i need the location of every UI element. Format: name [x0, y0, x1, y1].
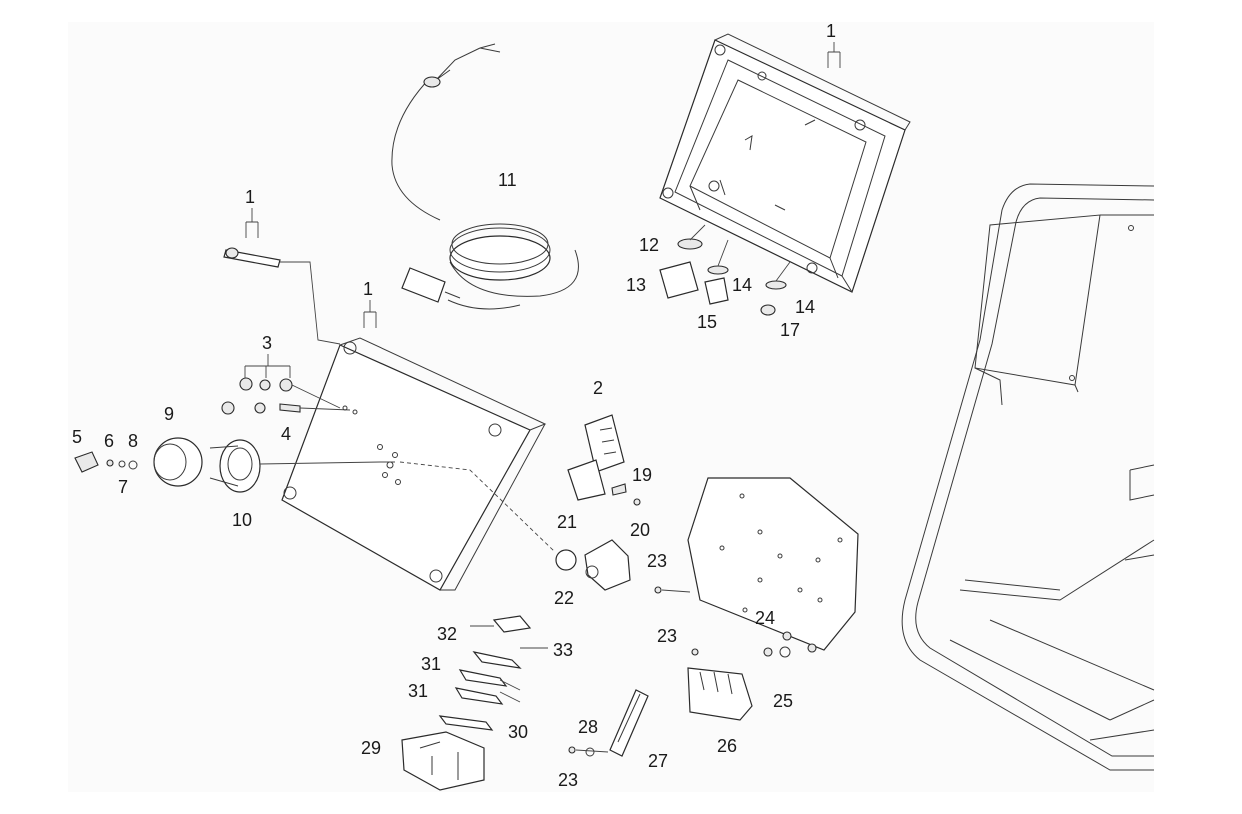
callout-23-c: 23	[558, 770, 578, 790]
enclosure-top	[659, 33, 911, 293]
callout-11: 11	[498, 170, 517, 190]
callout-24: 24	[755, 608, 775, 628]
frame	[901, 183, 1155, 771]
callout-7: 7	[118, 477, 128, 497]
callout-12: 12	[639, 235, 659, 255]
callout-25: 25	[773, 691, 793, 711]
callout-2: 2	[593, 378, 603, 398]
bracket-assembly	[555, 414, 641, 591]
callout-33: 33	[553, 640, 573, 660]
callout-29: 29	[361, 738, 381, 758]
callout-13: 13	[626, 275, 646, 295]
callout-28: 28	[578, 717, 598, 737]
callout-1-main: 1	[363, 279, 373, 299]
din-rail	[568, 689, 649, 757]
callout-31-a: 31	[421, 654, 441, 674]
callout-6: 6	[104, 431, 114, 451]
callout-17: 17	[780, 320, 800, 340]
callout-5: 5	[72, 427, 82, 447]
callout-9: 9	[164, 404, 174, 424]
drawing-area	[68, 22, 1154, 792]
callout-26: 26	[717, 736, 737, 756]
knob-assembly	[74, 437, 556, 553]
terminal-block	[654, 586, 791, 721]
enclosure-main	[281, 337, 547, 591]
terminals	[401, 615, 532, 791]
glands	[659, 224, 791, 316]
callout-14-a: 14	[732, 275, 752, 295]
callout-14-b: 14	[795, 297, 815, 317]
callout-8: 8	[128, 431, 138, 451]
callout-labels: 1 1 1 2 3 4 5 6 7 8 9 10 11 12 13 14 14 …	[72, 21, 836, 790]
callout-1-bolt: 1	[245, 187, 255, 207]
callout-27: 27	[648, 751, 668, 771]
mounting-plate	[687, 477, 859, 653]
callout-31-b: 31	[408, 681, 428, 701]
callout-leaders	[244, 42, 841, 703]
callout-21: 21	[557, 512, 577, 532]
caps-and-glands	[221, 377, 358, 415]
callout-23-b: 23	[657, 626, 677, 646]
callout-20: 20	[630, 520, 650, 540]
callout-30: 30	[508, 722, 528, 742]
callout-22: 22	[554, 588, 574, 608]
callout-32: 32	[437, 624, 457, 644]
callout-10: 10	[232, 510, 252, 530]
callout-4: 4	[281, 424, 291, 444]
callout-23-a: 23	[647, 551, 667, 571]
callout-19: 19	[632, 465, 652, 485]
callout-1-top: 1	[826, 21, 836, 41]
bolt	[223, 247, 341, 345]
callout-15: 15	[697, 312, 717, 332]
cable	[391, 43, 579, 310]
callout-3: 3	[262, 333, 272, 353]
